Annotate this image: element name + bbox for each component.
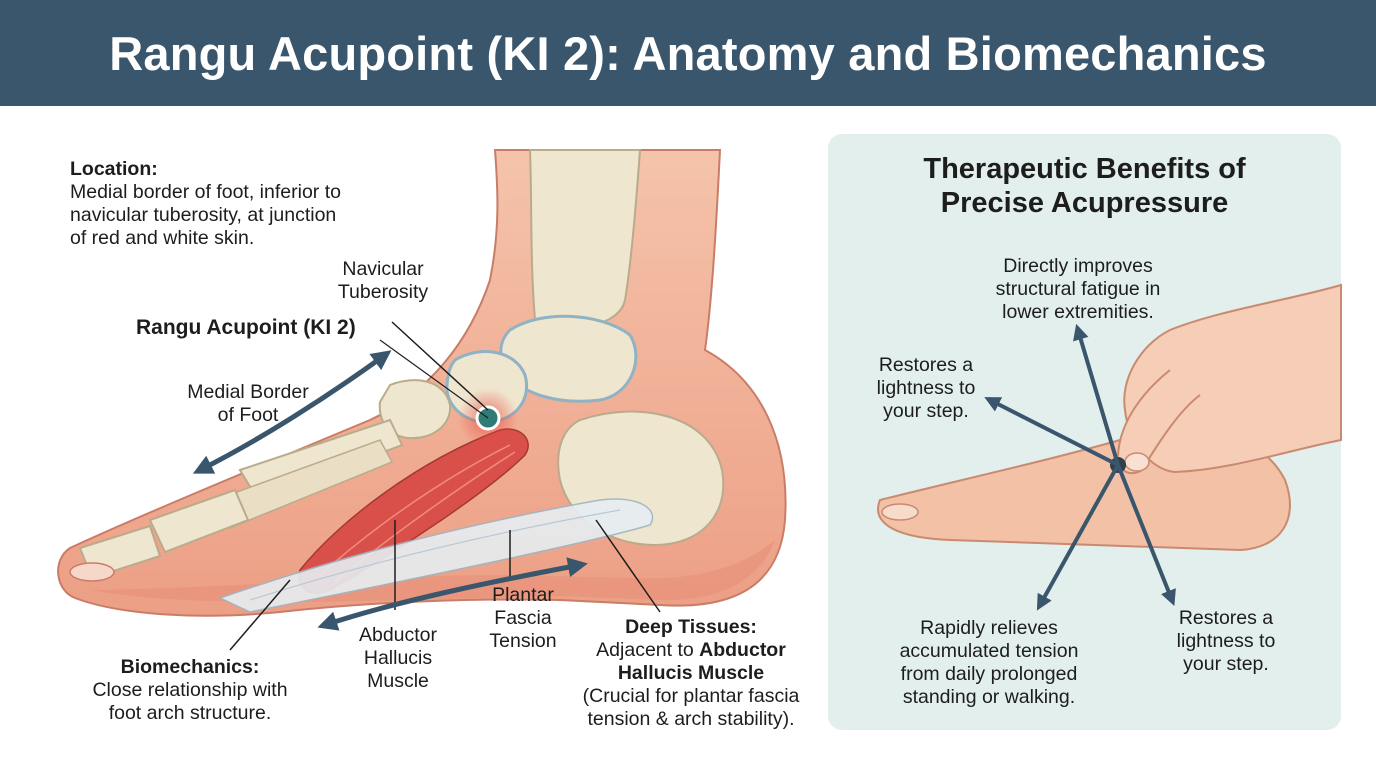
acupoint-label: Rangu Acupoint (KI 2) bbox=[136, 316, 356, 339]
location-line-1: Medial border of foot, inferior to bbox=[70, 181, 341, 203]
biomechanics-heading: Biomechanics: bbox=[120, 656, 260, 678]
arrow-left bbox=[984, 397, 1119, 467]
location-line-2: navicular tuberosity, at junction bbox=[70, 204, 337, 226]
plantar-label: Plantar Fascia Tension bbox=[489, 584, 557, 652]
title-banner: Rangu Acupoint (KI 2): Anatomy and Biome… bbox=[0, 0, 1376, 106]
benefits-title: Therapeutic Benefits of Precise Acupress… bbox=[923, 153, 1246, 219]
deep-tissues-heading: Deep Tissues: bbox=[625, 616, 757, 638]
page-title: Rangu Acupoint (KI 2): Anatomy and Biome… bbox=[109, 26, 1267, 80]
arrow-bottom-right bbox=[1116, 464, 1176, 606]
phalanx-bones bbox=[148, 488, 250, 554]
benefit-left: Restores a lightness to your step. bbox=[876, 354, 976, 422]
deep-tissues-note: Deep Tissues: Adjacent to Abductor Hallu… bbox=[560, 616, 822, 731]
location-note: Location: Medial border of foot, inferio… bbox=[70, 158, 341, 250]
location-line-3: of red and white skin. bbox=[70, 227, 255, 249]
benefit-top: Directly improves structural fatigue in … bbox=[995, 255, 1161, 323]
benefit-bottom-right: Restores a lightness to your step. bbox=[1176, 607, 1276, 675]
tibia-bone bbox=[528, 149, 642, 328]
navicular-label: Navicular Tuberosity bbox=[337, 258, 429, 303]
benefit-bottom-left: Rapidly relieves accumulated tension fro… bbox=[899, 617, 1079, 708]
medial-border-arrow bbox=[192, 350, 392, 474]
abductor-label: Abductor Hallucis Muscle bbox=[358, 624, 438, 692]
biomechanics-note: Biomechanics: Close relationship with fo… bbox=[68, 656, 312, 725]
medial-border-label: Medial Border of Foot bbox=[187, 381, 309, 426]
foot-anatomy-illustration bbox=[57, 134, 1342, 730]
location-heading: Location: bbox=[70, 158, 158, 180]
plantar-tension-arrow bbox=[317, 557, 588, 631]
panel-hand-illustration bbox=[1123, 283, 1342, 474]
arrow-top bbox=[1073, 323, 1120, 466]
arrow-bottom-left bbox=[1036, 464, 1120, 611]
